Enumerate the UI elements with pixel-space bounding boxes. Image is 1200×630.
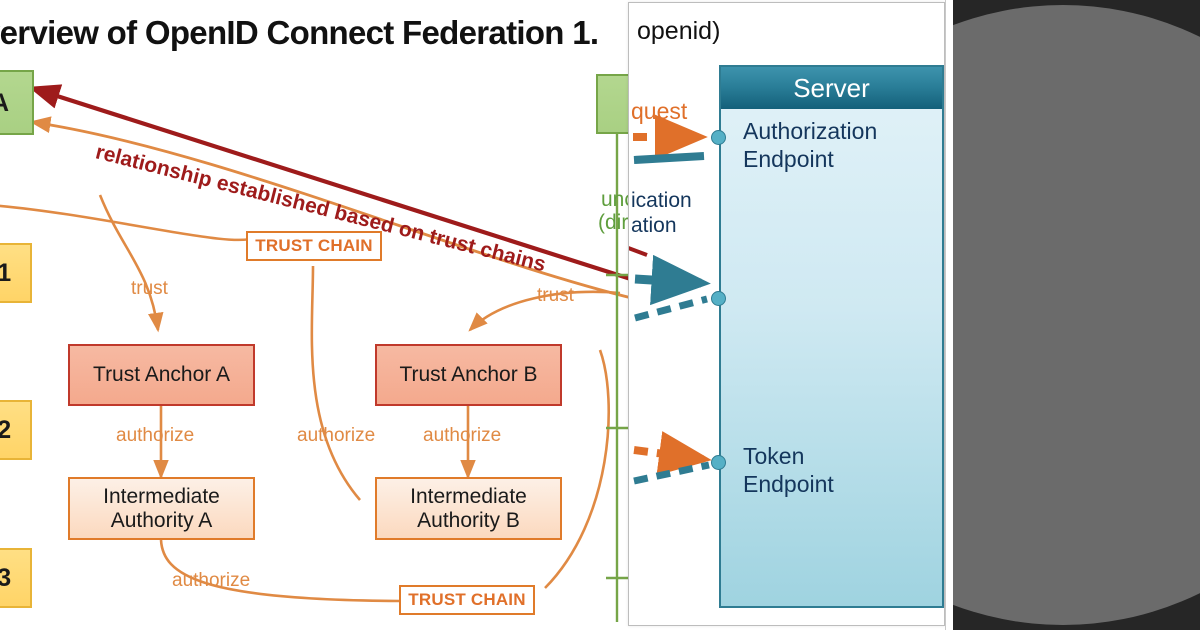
request-partial-label: quest	[631, 98, 688, 124]
navy-partial-ation: ation	[631, 214, 677, 237]
token-endpoint-line1: Token	[743, 443, 805, 469]
authorization-endpoint-line2: Endpoint	[743, 146, 834, 173]
intermediate-a-line1: Intermediate	[103, 484, 220, 508]
authorization-endpoint-line1: Authorization	[743, 118, 878, 144]
authorization-endpoint-connector-dot	[711, 130, 726, 145]
green-partial-unc: unc	[601, 188, 635, 211]
token-endpoint-label: Token Endpoint	[743, 442, 834, 498]
intermediate-b-line1: Intermediate	[410, 484, 527, 508]
trust-label-right: trust	[537, 285, 574, 306]
trust-arrow-anchor-a	[98, 194, 164, 333]
authorization-endpoint-label: Authorization Endpoint	[743, 117, 877, 173]
trust-anchor-b-box: Trust Anchor B	[375, 344, 562, 406]
server-title: Server	[721, 67, 942, 109]
page-title: verview of OpenID Connect Federation 1.	[0, 14, 599, 51]
teal-dashed-arrow	[634, 295, 708, 322]
authorize-label-bottom: authorize	[172, 570, 251, 591]
authorize-label-mid: authorize	[297, 425, 376, 446]
intermediate-authority-a-box: Intermediate Authority A	[68, 477, 255, 540]
token-request-dashed-arrow	[633, 431, 712, 476]
dark-background-band	[953, 0, 1200, 630]
gray-circle-decoration	[953, 5, 1200, 625]
trust-anchor-a-box: Trust Anchor A	[68, 344, 255, 406]
trust-chain-label-bottom: TRUST CHAIN	[399, 585, 535, 615]
token-endpoint-line2: Endpoint	[743, 471, 834, 498]
overlay-caption: openid)	[637, 17, 721, 45]
server-box: Server Authorization Endpoint Token Endp…	[719, 65, 944, 608]
chain-curve-mid	[310, 265, 361, 501]
intermediate-b-line2: Authority B	[417, 508, 520, 532]
red-line-crossing	[629, 246, 648, 257]
green-entity-box: A	[0, 70, 34, 135]
yellow-box-1: -1	[0, 243, 32, 303]
intermediate-a-line2: Authority A	[110, 508, 213, 532]
intermediate-authority-b-box: Intermediate Authority B	[375, 477, 562, 540]
authorize-label-b: authorize	[423, 425, 502, 446]
overlay-panel[interactable]: openid)	[628, 2, 945, 626]
navy-partial-ication: ication	[631, 189, 692, 212]
authorize-label-a: authorize	[116, 425, 195, 446]
trust-chain-label-top: TRUST CHAIN	[246, 231, 382, 261]
yellow-box-2: -2	[0, 400, 32, 460]
teal-response-bar	[633, 152, 705, 164]
trust-label-left: trust	[131, 278, 168, 299]
trust-curve-left	[0, 204, 259, 242]
yellow-box-3: -3	[0, 548, 32, 608]
teal-solid-arrow	[634, 254, 711, 306]
authorization-endpoint-connector-dot-2	[711, 291, 726, 306]
token-response-dashed-arrow	[633, 461, 710, 485]
panel-gutter	[945, 0, 953, 630]
green-partial-dir: (dir	[598, 211, 629, 234]
token-endpoint-connector-dot	[711, 455, 726, 470]
